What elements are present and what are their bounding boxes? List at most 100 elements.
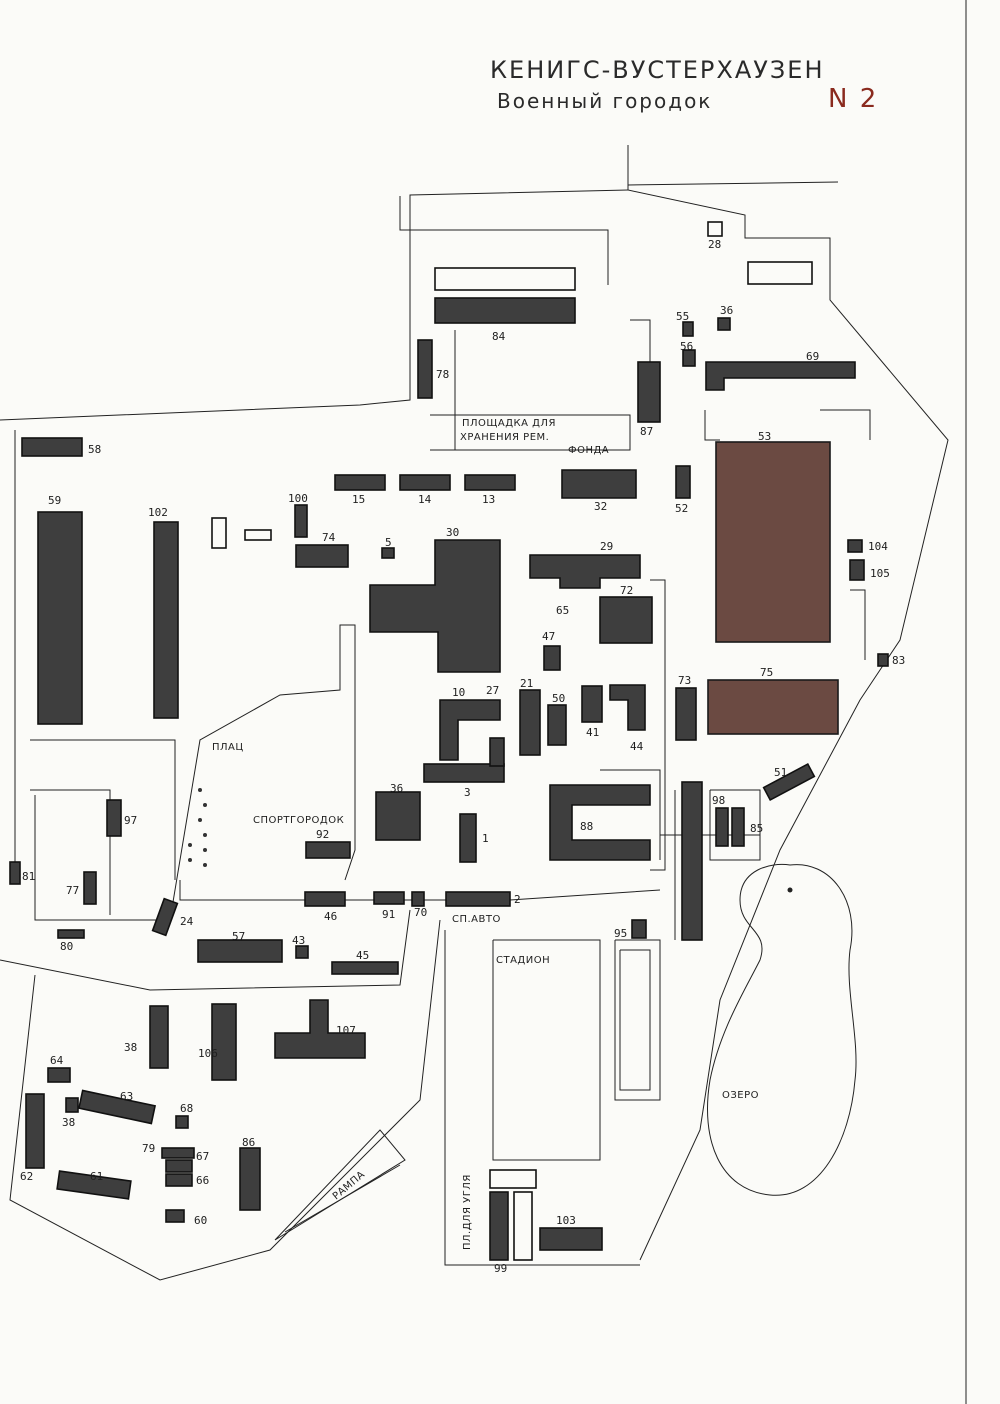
label-stadium: СТАДИОН — [496, 955, 550, 966]
label-97: 97 — [124, 814, 137, 827]
building-3 — [423, 763, 505, 783]
label-60: 60 — [194, 1214, 207, 1227]
building-small-b — [244, 529, 272, 541]
building-87 — [637, 361, 661, 423]
label-107: 107 — [336, 1024, 356, 1037]
building-68 — [175, 1115, 189, 1129]
building-small-a — [211, 517, 227, 549]
label-5: 5 — [385, 536, 392, 549]
building-66 — [165, 1173, 193, 1187]
building-103 — [539, 1227, 603, 1251]
label-83: 83 — [892, 654, 905, 667]
building-75 — [707, 679, 839, 735]
label-2: 2 — [514, 893, 521, 906]
lake-outline — [707, 863, 857, 1196]
label-62: 62 — [20, 1170, 33, 1183]
label-3: 3 — [464, 786, 471, 799]
label-86: 86 — [242, 1136, 255, 1149]
label-52: 52 — [675, 502, 688, 515]
building-36 — [375, 791, 421, 841]
building-67 — [165, 1159, 193, 1173]
label-99: 99 — [494, 1262, 507, 1275]
building-72 — [599, 596, 653, 644]
building-15 — [334, 474, 386, 491]
label-75: 75 — [760, 666, 773, 679]
building-56 — [682, 349, 696, 367]
label-46: 46 — [324, 910, 337, 923]
building-102 — [153, 521, 179, 719]
building-95 — [631, 919, 647, 939]
building-55 — [682, 321, 694, 337]
label-27: 27 — [486, 684, 499, 697]
building-10 — [439, 699, 501, 761]
label-105: 105 — [870, 567, 890, 580]
label-77: 77 — [66, 884, 79, 897]
building-58 — [21, 437, 83, 457]
building-14 — [399, 474, 451, 491]
building-50 — [547, 704, 567, 746]
label-104: 104 — [868, 540, 888, 553]
label-87: 87 — [640, 425, 653, 438]
label-36-north: 36 — [720, 304, 733, 317]
building-91 — [373, 891, 405, 905]
label-100: 100 — [288, 492, 308, 505]
label-78: 78 — [436, 368, 449, 381]
label-85: 85 — [750, 822, 763, 835]
label-67: 67 — [196, 1150, 209, 1163]
building-43 — [295, 945, 309, 959]
lake-marker — [787, 887, 793, 893]
building-79 — [161, 1147, 195, 1159]
building-99 — [489, 1191, 509, 1261]
building-78 — [417, 339, 433, 399]
building-84 — [434, 297, 576, 324]
label-28: 28 — [708, 238, 721, 251]
label-57: 57 — [232, 930, 245, 943]
label-50: 50 — [552, 692, 565, 705]
label-103: 103 — [556, 1214, 576, 1227]
label-81: 81 — [22, 870, 35, 883]
building-38-south — [65, 1097, 79, 1113]
building-44 — [609, 684, 646, 731]
label-29: 29 — [600, 540, 613, 553]
label-38: 38 — [124, 1041, 137, 1054]
label-storage-line3: ФОНДА — [568, 445, 609, 456]
building-21 — [519, 689, 541, 756]
label-lake: ОЗЕРО — [722, 1090, 759, 1101]
building-85 — [731, 807, 745, 847]
label-coal-yard: ПЛ.ДЛЯ УГЛЯ — [462, 1174, 473, 1250]
building-45 — [331, 961, 399, 975]
label-88: 88 — [580, 820, 593, 833]
building-80 — [57, 929, 85, 939]
label-95: 95 — [614, 927, 627, 940]
label-storage-line2: ХРАНЕНИЯ РЕМ. — [460, 432, 549, 443]
building-81 — [9, 861, 21, 885]
label-80: 80 — [60, 940, 73, 953]
label-56: 56 — [680, 340, 693, 353]
building-62 — [25, 1093, 45, 1169]
label-91: 91 — [382, 908, 395, 921]
label-72: 72 — [620, 584, 633, 597]
building-86 — [239, 1147, 261, 1211]
label-74: 74 — [322, 531, 336, 544]
label-ramp: РАМПА — [331, 1169, 367, 1202]
building-84-outline — [434, 267, 576, 291]
building-28-outline — [707, 221, 723, 237]
label-61: 61 — [90, 1170, 103, 1183]
map-number: N 2 — [828, 84, 879, 114]
building-36-north — [717, 317, 731, 331]
label-68: 68 — [180, 1102, 193, 1115]
building-29 — [529, 554, 641, 589]
label-10: 10 — [452, 686, 465, 699]
label-73: 73 — [678, 674, 691, 687]
building-74 — [295, 544, 349, 568]
label-44: 44 — [630, 740, 644, 753]
label-92: 92 — [316, 828, 329, 841]
building-47 — [543, 645, 561, 671]
label-98: 98 — [712, 794, 725, 807]
label-84: 84 — [492, 330, 506, 343]
building-59 — [37, 511, 83, 725]
label-32: 32 — [594, 500, 607, 513]
label-79: 79 — [142, 1142, 155, 1155]
building-70 — [411, 891, 425, 907]
